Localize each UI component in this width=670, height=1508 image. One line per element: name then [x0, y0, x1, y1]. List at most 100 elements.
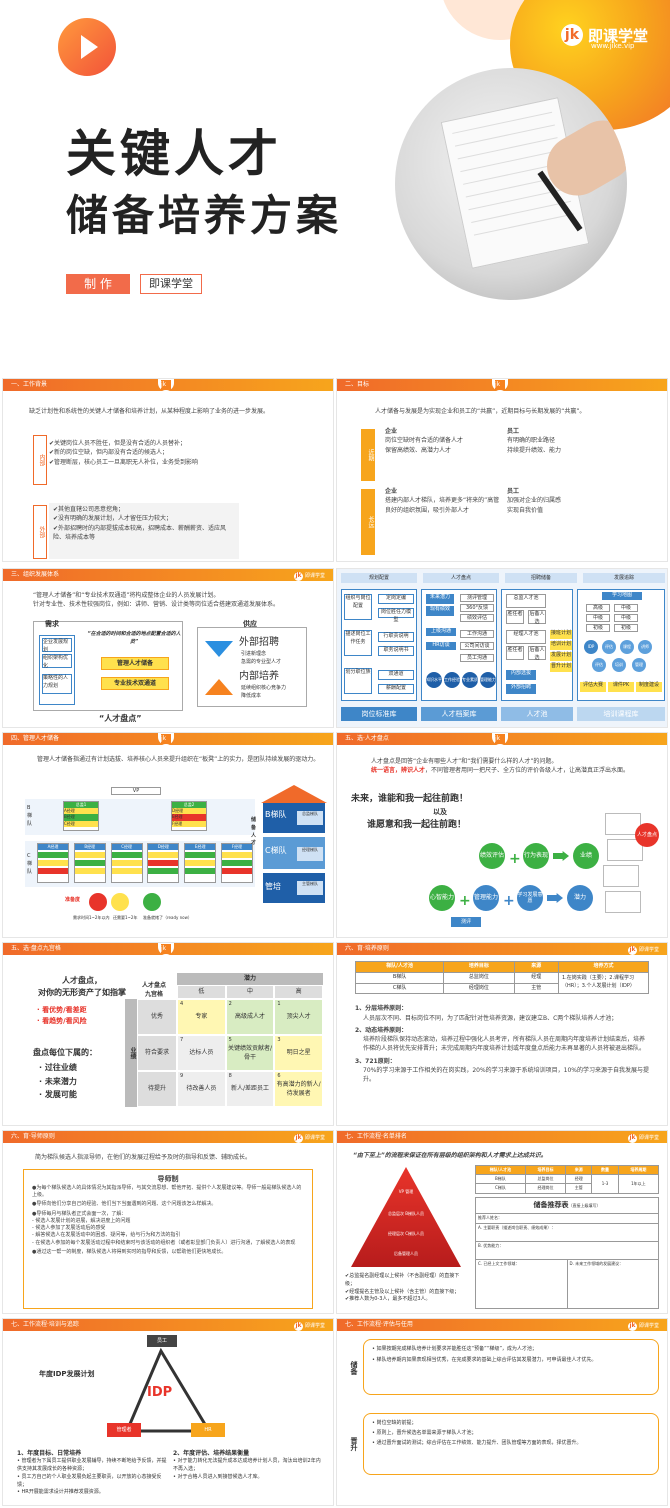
external-recruit-items: 引进新理念 急需的专业型人才	[241, 651, 282, 665]
mentor-box: 导师制 ●为每个梯队候选人的具体情况为其指派导师，与其交流思想、帮他开拓、提供个…	[23, 1169, 313, 1309]
left-boxes: 企业发展规划 组织架构优化 策略性的人力规划	[39, 635, 75, 705]
learning-circle: 学习发展意愿	[517, 885, 543, 911]
annual-evaluation: 2、年度评估、培养结果衡量 • 对于能力转化无法提升成本达成培养计划人员，淘汰出…	[173, 1450, 321, 1480]
principle-3-title: 3、721原则：	[355, 1057, 396, 1065]
arrow-down-icon	[205, 641, 233, 657]
b-tier-label: B梯队	[27, 805, 33, 827]
principle-1-text: 人员层次不同、目标岗位不同，为了匹配针对性培养资源，建议建立B、C两个梯队培养人…	[363, 1014, 618, 1022]
axis-performance: 业绩	[125, 999, 137, 1107]
table-row: C梯队 经理岗位 主管	[475, 1183, 659, 1194]
director-box-2: 总监2 D经理 E经理 F经理	[171, 801, 207, 831]
form-row[interactable]: A. 主要职责（描述岗位职责、绩效成果）：	[476, 1224, 658, 1242]
form-row[interactable]: C. 已经上文工作领域：	[476, 1259, 568, 1308]
idp-title: 年度IDP发展计划	[39, 1370, 95, 1378]
grid-title: 人才盘点 九宫格	[141, 982, 166, 999]
quote-text: “在合适的时间和合适的地点配置合适的人员”	[87, 631, 181, 645]
reserve-label: 储备	[350, 1361, 358, 1375]
nomination-pyramid: VP 管理 总监层次 B梯队人员 经理层次 C梯队人员 后备管理人员	[351, 1167, 461, 1267]
slide-header: 四、管理人才储备	[11, 735, 60, 742]
legend-item: 准备就绪了（ready now）	[143, 915, 192, 920]
talent-review-label: “人才盘点”	[99, 714, 142, 723]
arrow-right-icon	[553, 851, 569, 861]
reserve-box: • 如果按期完成梯队培养计划要求并能胜任这“预备”“梯级”，成为人才池； • 梯…	[363, 1339, 659, 1395]
table-row: B梯队 总监岗位 经理 1-3 1年以上	[475, 1174, 660, 1194]
idp-center: IDP	[147, 1385, 173, 1400]
step-talent-pool: 人才池	[501, 707, 573, 721]
promotion-label: 晋升	[350, 1437, 358, 1451]
form-row[interactable]: B. 优势能力：	[476, 1242, 658, 1260]
person-icon	[89, 893, 107, 911]
near-label: 近期	[361, 429, 375, 481]
legend-item: 需求时间1~2年以内	[73, 915, 110, 920]
left-subtitle: 盘点每位下属的：	[33, 1048, 97, 1057]
potential-circle: 潜力	[567, 885, 593, 911]
arrow-right-icon	[547, 893, 563, 903]
results-circle: 业绩	[573, 843, 599, 869]
table-row: B梯队 总监岗位 经理 1.在岗实践（主要）；2.课程学习（HR）；3.个人发展…	[354, 971, 649, 995]
flow-col-review: 未来潜力 现有绩效 测评管理 360°反馈 绩效评估 上级沟通 工作沟通 HR访…	[421, 589, 497, 701]
supply-frame	[197, 627, 307, 707]
promotion-box: • 岗位空缺的前提； • 原则上，晋升候选名单需来源于梯队人才池； • 通过晋升…	[363, 1413, 659, 1475]
long-label: 长远	[361, 489, 375, 555]
supply-title: 供应	[243, 620, 257, 628]
question-mid: 以及	[433, 808, 447, 816]
brand-logo-icon: jk	[627, 1321, 637, 1331]
intro-text: 人才储备与发展是为实现企业和员工的“共赢”，近期目标与长期发展的“共赢”。	[375, 408, 586, 415]
annual-goals: 1、年度目标、日常培养 • 管理者为下属员工提供职业发展辅导，持续不断地给予反馈…	[17, 1450, 167, 1496]
plus-icon: +	[459, 893, 471, 909]
slide-header: 六、育·导师原则	[11, 1133, 55, 1140]
mgmt-circle: 管理能力	[473, 885, 499, 911]
demand-frame	[33, 621, 183, 711]
b-tier-row	[25, 799, 255, 835]
row-heads: 优秀 符合要求 待提升	[137, 999, 177, 1107]
brand-logo-icon: jk	[627, 1133, 637, 1143]
intro-text: 简为梯队候选人指派导师，在他们的发展过程给予及时的指导和反馈、辅助成长。	[35, 1154, 252, 1161]
intro-text: 人才盘点是回答“企业有哪些人才”和“我们需要什么样的人才”的问题。	[371, 758, 558, 765]
slide-header: 五、选·盘点九宫格	[11, 945, 61, 952]
internal-label: 内部	[33, 435, 47, 485]
external-list: ✔其他直辖公司恶意挖角； ✔没有明确的发展计划，人才留任压力较大； ✔外部招聘时…	[49, 503, 239, 559]
step-talent-archive: 人才档案库	[421, 707, 497, 721]
principle-1-title: 1、分层培养原则：	[355, 1005, 408, 1013]
table-row: C梯队 经理岗位 主管	[354, 982, 649, 995]
axis-potential: 潜力	[177, 973, 323, 985]
enterprise-near: 企业 岗位空缺时有合适的储备人才 保留高绩效、高潜力人才	[385, 428, 464, 454]
internal-list: ✔关键岗位人员不胜任，但是没有合适的人员替补； ✔新的岗位空缺，但内部没有合适的…	[49, 440, 199, 466]
plus-icon: +	[503, 893, 515, 909]
brand-logo-icon: jk	[293, 1133, 303, 1143]
question-1: 未来，谁能和我一起往前跑！	[351, 794, 469, 804]
principle-2-text: 培养阶段梯队保持动态滚动，培养过程中强化人员考评，所有梯队人员在周期内年度培养计…	[363, 1036, 646, 1053]
slide-talent-flow: 规划配置 人才盘点 招聘储备 发展追踪 组织与岗位配置 描述岗位工作任务 划分职…	[336, 568, 668, 728]
demand-title: 需求	[45, 620, 59, 628]
form-row[interactable]: D. 未来工作领域的发展建议：	[569, 1260, 624, 1266]
slide-management-reserve: 四、管理人才储备 jk 管理人才储备指通过有计划选拔、培养核心人员来提升组织在“…	[2, 732, 334, 938]
intro-text: 缺乏计划性和系统性的关键人才储备和培养计划，从某种程度上影响了业务的进一步发展。	[29, 408, 270, 415]
slide-header: 三、组织发展体系	[11, 571, 60, 578]
flow-col-pool: 总监人才池 胜任者 后备人选 经理人才池 胜任者 后备人选 内部选拔 外部招聘 …	[501, 589, 573, 701]
c-tier-label: C梯队	[27, 853, 33, 875]
cover-tag: 制 作	[66, 274, 130, 294]
left-title: 人才盘点， 对你的无形资产了如指掌	[38, 976, 126, 998]
performance-circle: 绩效评估	[479, 843, 505, 869]
cover-title: 关键人才	[66, 125, 282, 183]
person-icon	[143, 893, 161, 911]
slide-work-background: 一、工作背景 jk 缺乏计划性和系统性的关键人才储备和培养计划，从某种程度上影响…	[2, 378, 334, 562]
quota-table: 梯队/人才池 培养目标 来源 数量 培养周期 B梯队 总监岗位 经理 1-3 1…	[475, 1164, 660, 1194]
external-recruit-title: 外部招聘	[239, 637, 279, 648]
internal-train-items: 延续组织核心竞争力 降低成本	[241, 685, 287, 699]
enterprise-long: 企业 搭建内部人才梯队，培养更多“将来的”高管 良好的组织氛围，吸引外部人才	[385, 488, 500, 514]
talent-reserve-box: 管理人才储备	[101, 657, 169, 670]
brand-name: 即课学堂	[587, 26, 648, 45]
brand-logo: jk 即课学堂 www.jike.vip	[560, 24, 648, 50]
form-row[interactable]: 推荐人姓名：	[476, 1214, 658, 1224]
principle-2-title: 2、动态培养原则：	[355, 1026, 408, 1034]
employee-near: 员工 有明确的职业路径 持续提升绩效、能力	[507, 428, 562, 454]
